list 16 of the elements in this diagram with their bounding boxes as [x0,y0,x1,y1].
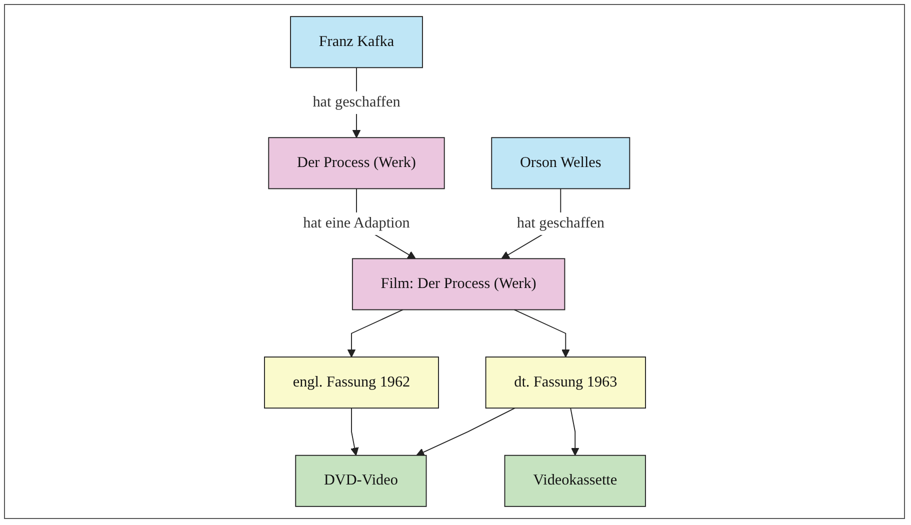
node-box: dt. Fassung 1963 [484,356,646,409]
arrow [346,309,403,358]
node-box: engl. Fassung 1962 [264,356,438,409]
node-box: Orson Welles [490,137,630,190]
node-box: Franz Kafka [290,16,422,68]
node-box: Videokassette [504,454,646,507]
edge-label: hat eine Adaption [302,215,410,232]
edge-label: hat geschaffen [312,94,400,110]
arrow [416,408,515,456]
node-box: Film: Der Process (Werk) [351,258,565,310]
arrow [570,408,579,456]
node-box: Der Process (Werk) [268,137,444,190]
edge-label: hat geschaffen [516,215,604,232]
arrow [350,408,358,456]
node-box: DVD-Video [294,454,426,507]
arrow [513,309,570,358]
